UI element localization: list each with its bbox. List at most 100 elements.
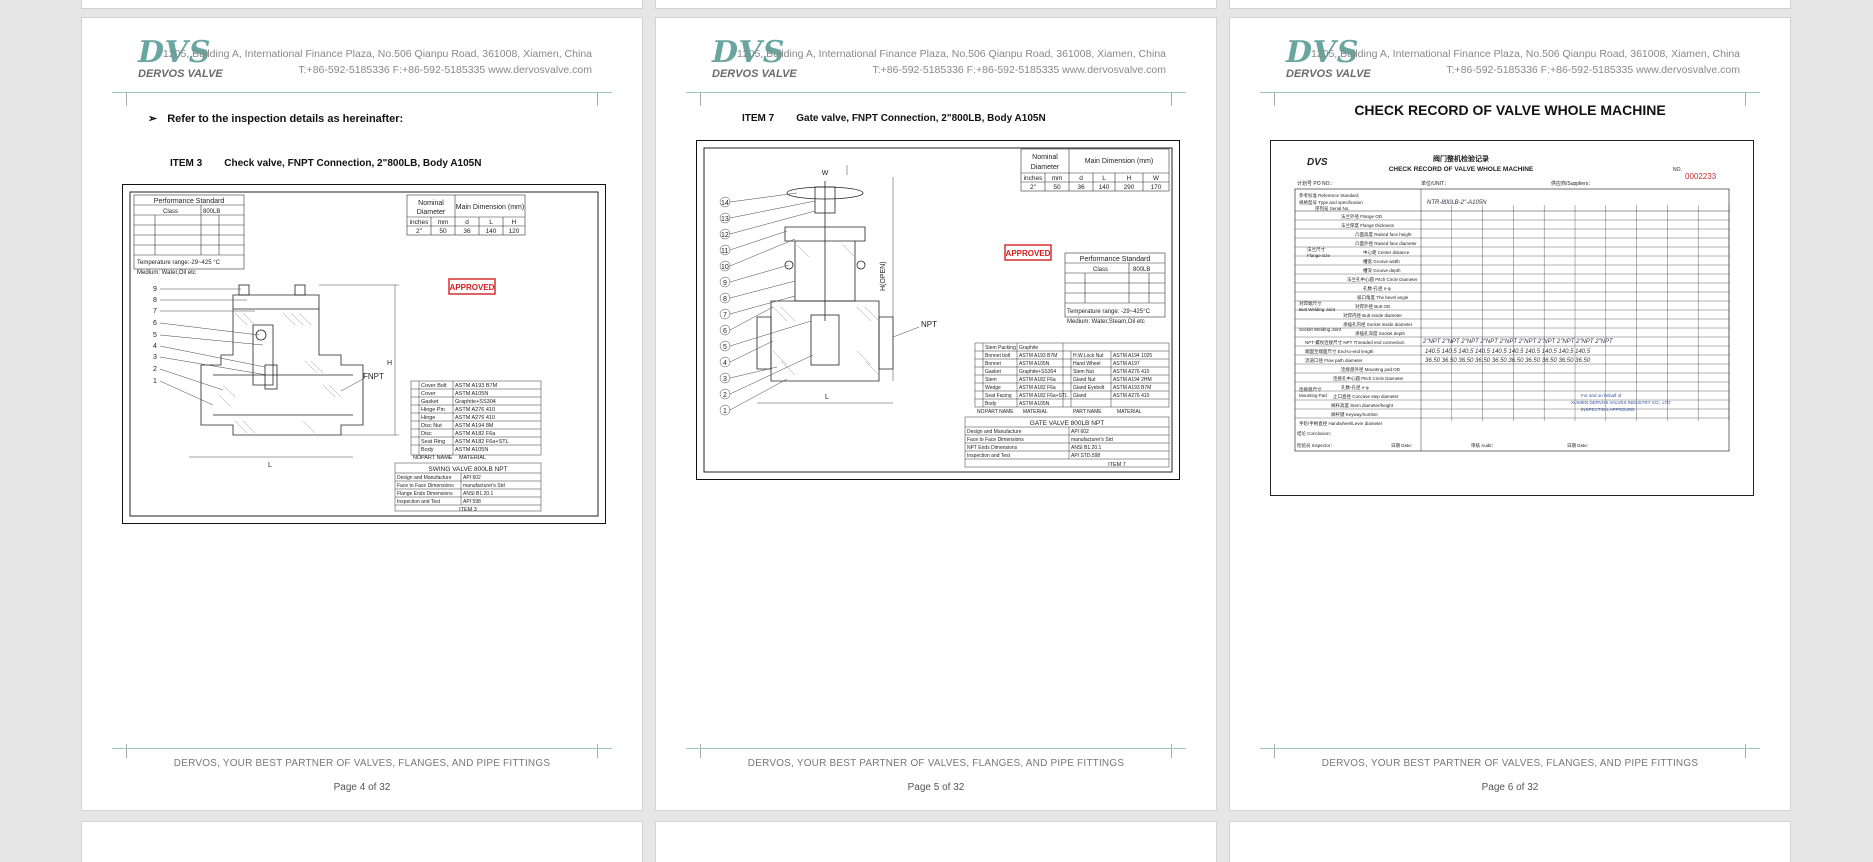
svg-text:Nominal: Nominal (1032, 154, 1058, 161)
logo-name: DERVOS VALVE (1286, 68, 1371, 80)
svg-text:10: 10 (721, 264, 729, 271)
record-svg: DVS 阀门整机检验记录 CHECK RECORD OF VALVE WHOLE… (1294, 154, 1730, 452)
svg-text:审核 Audit：: 审核 Audit： (1471, 442, 1496, 449)
corner-mark (686, 92, 701, 106)
svg-text:NTR-800LB-2"-A105N: NTR-800LB-2"-A105N (1427, 200, 1487, 206)
svg-text:9: 9 (723, 280, 727, 287)
svg-text:Graphite: Graphite (1019, 345, 1038, 351)
address-line: 1205, Building A, International Finance … (736, 48, 1166, 60)
svg-text:ANSI B1.20.1: ANSI B1.20.1 (1071, 445, 1102, 451)
drawing-svg: Nominal Diameter Main Dimension (mm) inc… (703, 147, 1173, 473)
svg-text:Cover Bolt: Cover Bolt (421, 383, 447, 389)
svg-text:ASTM A276 410: ASTM A276 410 (1113, 393, 1150, 399)
svg-text:法兰厚度 Flange thickness: 法兰厚度 Flange thickness (1341, 222, 1395, 229)
svg-text:手轮/手柄直径 Handwheel/Lever diamet: 手轮/手柄直径 Handwheel/Lever diameter (1299, 420, 1383, 427)
svg-text:孔数-孔径 n-φ: 孔数-孔径 n-φ (1341, 384, 1369, 391)
svg-text:Graphite+SS304: Graphite+SS304 (455, 399, 496, 405)
svg-text:ASTM A194 2HM: ASTM A194 2HM (1113, 377, 1152, 383)
header-rule (1260, 92, 1760, 93)
approved-stamp: APPROVED (1006, 249, 1051, 258)
svg-text:Seat Ring: Seat Ring (421, 439, 445, 445)
contact-line: T:+86-592-5185336 F:+86-592-5185335 www.… (298, 64, 592, 76)
corner-mark (597, 744, 612, 758)
svg-text:ANSI B1.20.1: ANSI B1.20.1 (463, 491, 494, 497)
svg-text:INSPECTION APPROVED: INSPECTION APPROVED (1581, 407, 1635, 412)
svg-text:Butt Welding Joint: Butt Welding Joint (1299, 307, 1336, 312)
svg-text:Face to Face Dimensions: Face to Face Dimensions (397, 483, 454, 489)
dim-w: 170 (1151, 184, 1162, 191)
item-label: ITEM 7 (742, 113, 775, 124)
svg-text:NO: NO (977, 409, 985, 415)
svg-text:Diameter: Diameter (1031, 164, 1060, 171)
svg-text:Flange Ends Dimensions: Flange Ends Dimensions (397, 491, 453, 497)
svg-text:日期 Date：: 日期 Date： (1567, 443, 1591, 449)
approved-stamp: APPROVED (450, 283, 495, 292)
size-inches: 2" (416, 228, 423, 235)
next-page-edge (656, 822, 1216, 862)
svg-text:ASTM A182 F6a: ASTM A182 F6a (1019, 377, 1056, 383)
svg-text:d: d (465, 219, 469, 226)
dim-l: 140 (486, 228, 497, 235)
svg-text:坡口角度 The bevel angle: 坡口角度 The bevel angle (1357, 294, 1409, 301)
svg-text:4: 4 (153, 343, 157, 350)
svg-text:ASTM A105N: ASTM A105N (1019, 401, 1050, 407)
header-rule (686, 92, 1186, 93)
svg-text:Graphite+SS304: Graphite+SS304 (1019, 369, 1056, 375)
svg-text:阀杆高度 Stem diameter/height: 阀杆高度 Stem diameter/height (1331, 402, 1394, 409)
title-block: SWING VALVE 800LB NPT (428, 466, 507, 473)
corner-mark (112, 92, 127, 106)
svg-text:规格型号 Type and specification: 规格型号 Type and specification (1299, 199, 1363, 206)
svg-text:H: H (387, 360, 392, 367)
svg-text:ASTM A193 B7M: ASTM A193 B7M (455, 383, 498, 389)
svg-text:凸面外径 Raised face diameter: 凸面外径 Raised face diameter (1355, 240, 1417, 247)
corner-mark (686, 744, 701, 758)
svg-text:计划号 PO NO.:: 计划号 PO NO.: (1297, 180, 1332, 187)
corner-mark (112, 744, 127, 758)
dim-l: 140 (1099, 184, 1110, 191)
dim-d: 36 (1077, 184, 1085, 191)
svg-text:L: L (825, 394, 829, 401)
svg-text:承插孔内径 Socket inside diameter: 承插孔内径 Socket inside diameter (1343, 321, 1413, 328)
svg-text:API 602: API 602 (463, 475, 481, 481)
svg-text:8: 8 (153, 297, 157, 304)
contact-line: T:+86-592-5185336 F:+86-592-5185335 www.… (1446, 64, 1740, 76)
mm-label: mm (438, 219, 449, 226)
svg-text:Gland: Gland (1073, 393, 1087, 399)
svg-text:Face to Face Dimensions: Face to Face Dimensions (967, 437, 1024, 443)
svg-text:ASTM A193 B7M: ASTM A193 B7M (1019, 353, 1057, 359)
item-tag: ITEM 7 (1108, 462, 1126, 468)
svg-text:Inspection and Test: Inspection and Test (967, 453, 1011, 459)
svg-text:H: H (512, 219, 517, 226)
svg-text:ASTM A182 F6a+STL: ASTM A182 F6a+STL (1019, 393, 1068, 399)
svg-text:结论 Conclusion：: 结论 Conclusion： (1297, 430, 1334, 437)
header-rule (112, 92, 612, 93)
svg-text:孔数-孔径 n-φ: 孔数-孔径 n-φ (1363, 285, 1391, 292)
svg-text:MATERIAL: MATERIAL (1117, 409, 1142, 415)
svg-text:8: 8 (723, 296, 727, 303)
svg-text:140.5 140.5 140.5 140: 140.5 140.5 140.5 140.5 140.5 140.5 140.… (1425, 349, 1591, 355)
svg-text:Stem: Stem (985, 377, 997, 383)
svg-text:9: 9 (153, 286, 157, 293)
svg-text:manufacturer's Std: manufacturer's Std (463, 483, 505, 489)
section-intro: ➢Refer to the inspection details as here… (148, 113, 404, 125)
svg-text:5: 5 (153, 332, 157, 339)
corner-mark (1171, 744, 1186, 758)
footer-rule (112, 748, 612, 749)
svg-text:Disc: Disc (421, 431, 432, 437)
size-mm: 50 (439, 228, 447, 235)
svg-text:5: 5 (723, 344, 727, 351)
inches-label: inches (410, 219, 430, 226)
page-number: Page 4 of 32 (333, 782, 391, 793)
svg-text:3: 3 (153, 354, 157, 361)
title-block: GATE VALVE 800LB NPT (1030, 420, 1104, 427)
svg-text:MATERIAL: MATERIAL (459, 455, 486, 461)
document-page-6: DVS DERVOS VALVE 1205, Building A, Inter… (1230, 18, 1790, 810)
drawing-svg: Performance Standard Class 800LB Tempera… (129, 191, 599, 517)
svg-text:manufacturer's Std: manufacturer's Std (1071, 437, 1113, 443)
footer-slogan: DERVOS, YOUR BEST PARTNER OF VALVES, FLA… (1321, 758, 1699, 769)
inches-label: inches (1024, 175, 1044, 182)
svg-text:36.50 36.50 36.50 36.: 36.50 36.50 36.50 36.50 36.50 36.50 36.5… (1425, 358, 1591, 364)
corner-mark (1745, 92, 1760, 106)
address-line: 1205, Building A, International Finance … (1310, 48, 1740, 60)
